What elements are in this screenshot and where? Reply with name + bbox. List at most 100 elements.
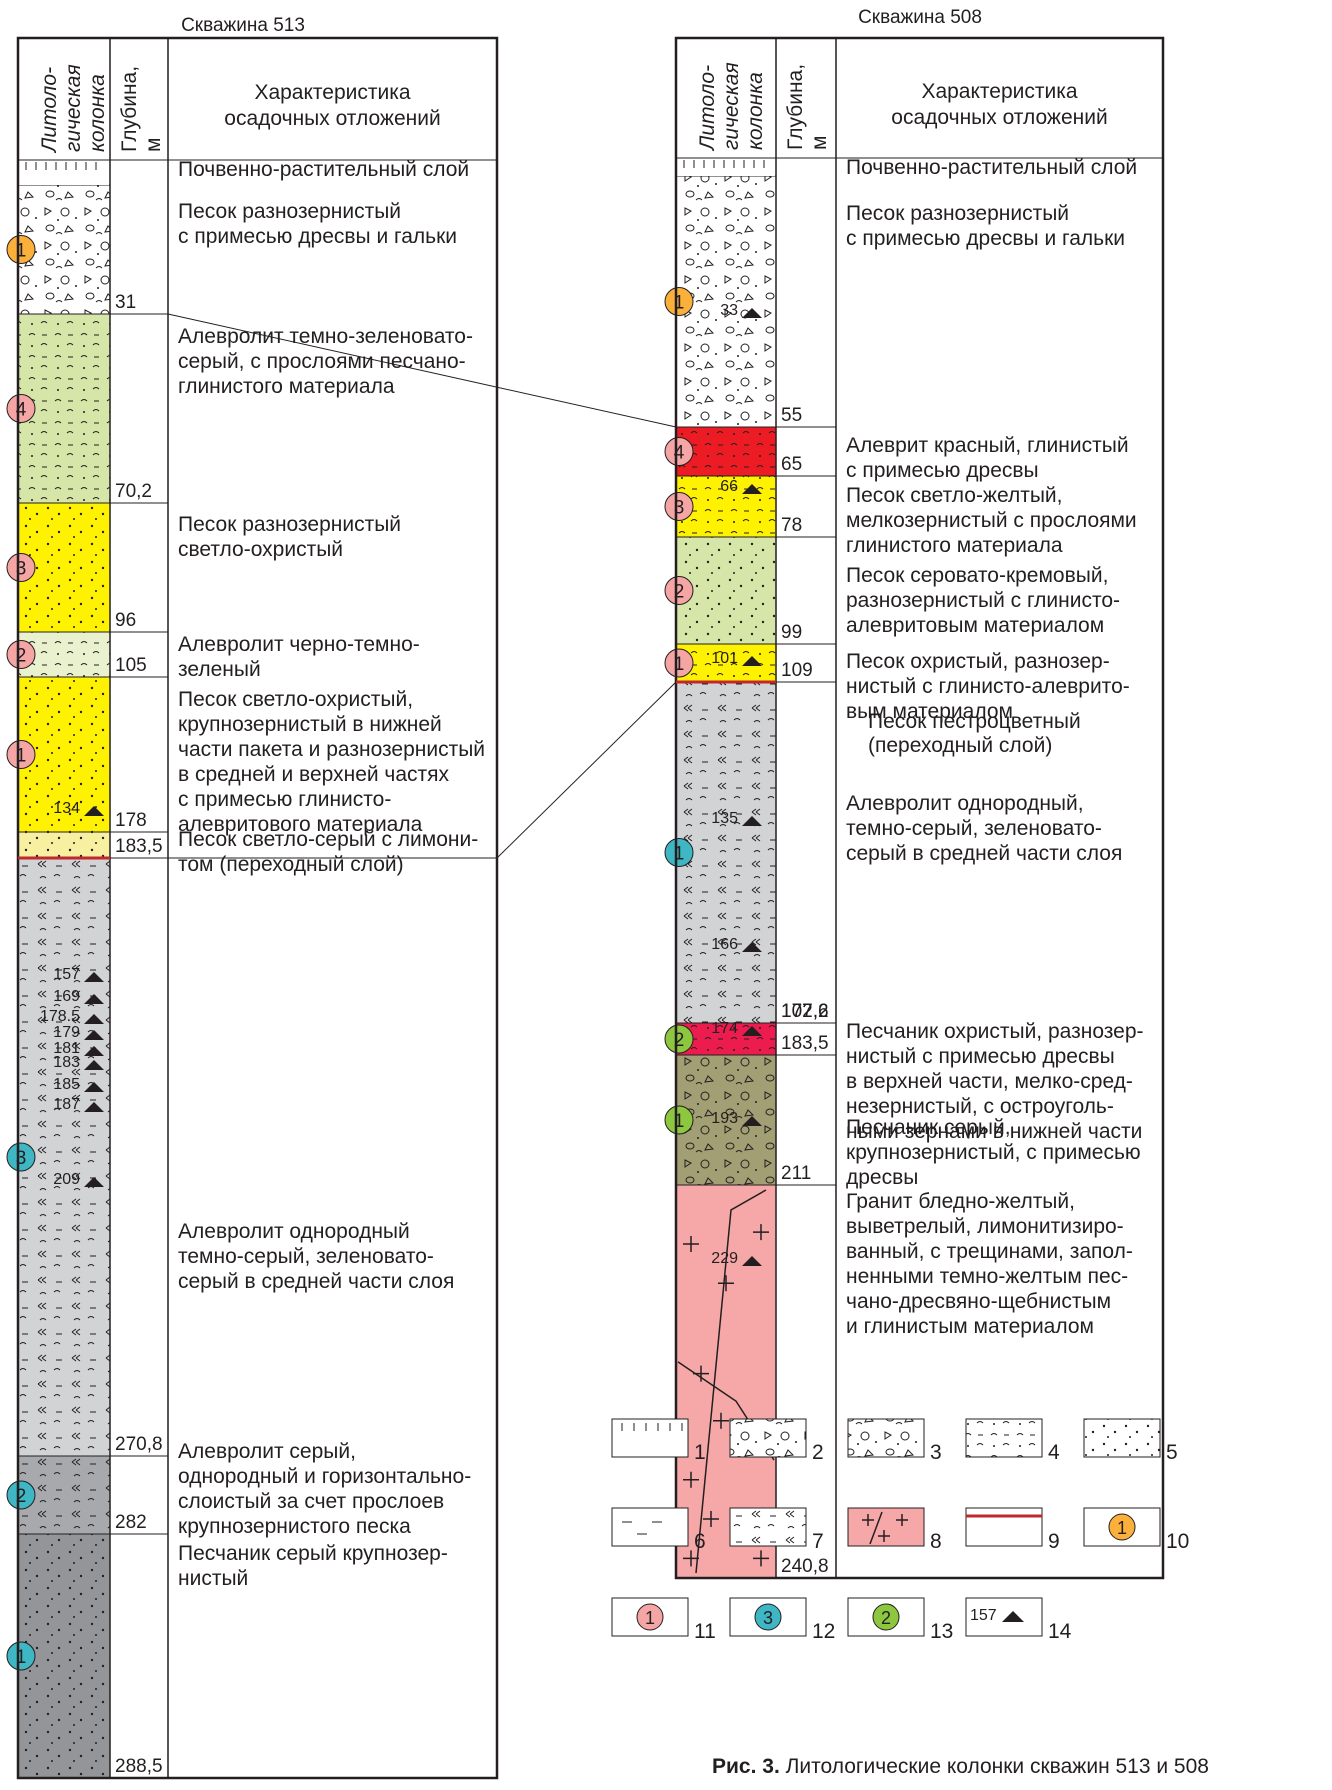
soil-marks: [683, 160, 765, 168]
sample-marker: [84, 1014, 104, 1024]
sample-marker: [742, 308, 762, 318]
caption-text: Литологические колонки скважин 513 и 508: [779, 1755, 1209, 1778]
depth-label: 240,8: [781, 1556, 829, 1577]
strata-badge-number: 2: [674, 1030, 685, 1051]
strata-badge-number: 2: [16, 646, 27, 667]
soil-label: Почвенно-растительный слой: [178, 158, 469, 181]
strata-badge: [6, 1641, 36, 1671]
legend-number: 12: [812, 1620, 835, 1643]
layer-description: Алеврит красный, глинистый: [846, 434, 1129, 457]
strata-badge: [664, 437, 694, 466]
legend-sample-label: 157: [970, 1607, 997, 1624]
legend-pattern: [966, 1419, 1042, 1457]
legend-number: 4: [1048, 1441, 1060, 1464]
sample-label: 33: [720, 302, 738, 319]
layer-description: вым материалом: [846, 700, 1013, 723]
strata-badge: [6, 1480, 36, 1510]
layer-description: глинистого материала: [846, 534, 1063, 557]
transition-label: (переходный слой): [868, 734, 1052, 757]
layer-description: Песчаник серый крупнозер-: [178, 1542, 448, 1565]
layer-description: чано-дресвяно-щебнистым: [846, 1290, 1111, 1313]
legend-number: 3: [930, 1441, 942, 1464]
strata-badge-number: 1: [674, 844, 685, 865]
legend-pattern: [848, 1419, 924, 1457]
layer-description: алевритового материала: [178, 813, 423, 836]
sample-label: 178.5: [40, 1008, 80, 1025]
strata-badge: [664, 576, 694, 605]
layer-description: ванный, с трещинами, запол-: [846, 1240, 1133, 1263]
layer-description: в средней и верхней частях: [178, 763, 450, 786]
layer-description: Песок светло-желтый,: [846, 484, 1063, 507]
layer-description: зеленый: [178, 658, 261, 681]
strata-badge-number: 4: [674, 443, 685, 464]
header-desc-line: Характеристика: [254, 81, 410, 104]
transition-label: Песок пестроцветный: [868, 710, 1081, 733]
strata-badge-number: 1: [674, 1111, 685, 1132]
legend-pattern: [730, 1508, 806, 1546]
sample-marker: [742, 942, 762, 952]
sample-marker: [742, 1116, 762, 1126]
layer-description: и глинистым материалом: [846, 1315, 1094, 1338]
well-513: Скважина 513 3 1 Песок разнозернистый с прим…: [6, 15, 499, 1780]
sample-marker: [84, 1082, 104, 1092]
granite-fracture: [695, 1189, 767, 1574]
sample-label: 187: [53, 1096, 80, 1113]
legend-swatch: [965, 1597, 1043, 1637]
strata-badge-number: 3: [16, 559, 27, 580]
correlation-line: [496, 681, 677, 859]
strata-badge-number: 1: [16, 746, 27, 767]
sample-label: 169: [53, 988, 80, 1005]
sample-label: 66: [720, 478, 738, 495]
header-depth: Глубина,м: [784, 64, 831, 150]
depth-label: 78: [781, 515, 802, 536]
strata-badge: [6, 394, 36, 423]
strata-badge-number: 3: [16, 1148, 27, 1169]
legend-item-clay: 6: [611, 1507, 706, 1553]
layer-description: Песок разнозернистый: [178, 513, 401, 536]
legend-number: 6: [694, 1530, 706, 1553]
layer-description: однородный и горизонтально-: [178, 1465, 471, 1488]
strata-badge: [6, 1142, 36, 1172]
strata-badge: [664, 1024, 694, 1054]
sample-label: 157: [53, 966, 80, 983]
layer-description: нистый с глинисто-алеврито-: [846, 675, 1130, 698]
sample-marker: [84, 1030, 104, 1040]
sample-marker: [84, 1046, 104, 1056]
layer-description: крупнозернистого песка: [178, 1515, 411, 1538]
legend-number: 8: [930, 1530, 942, 1553]
legend-item-sample: 157 14: [965, 1597, 1072, 1643]
legend-sample-marker: [1002, 1611, 1024, 1622]
granite-cross: [683, 1235, 699, 1252]
depth-label: 65: [781, 454, 802, 475]
sample-label: 135: [711, 810, 738, 827]
depth-label: 99: [781, 622, 802, 643]
legend-number: 1: [694, 1441, 706, 1464]
depth-label: 96: [115, 610, 136, 631]
header-lith-line: Литоло-: [38, 67, 61, 154]
legend-number: 14: [1048, 1620, 1072, 1643]
strata-badge: [664, 1105, 694, 1135]
header-lith-line: колонка: [744, 72, 767, 150]
legend-item-siltstone: 7: [729, 1507, 824, 1553]
legend-number: 10: [1166, 1530, 1189, 1553]
sample-marker: [742, 656, 762, 666]
header-depth-line: м: [142, 138, 165, 152]
legend-badge: [1108, 1513, 1136, 1541]
header-lith-line: колонка: [86, 74, 109, 152]
depth-label: 183,5: [781, 1033, 829, 1054]
strata-badge: [664, 492, 694, 521]
layer-description: с примесью дресвы и гальки: [178, 225, 457, 248]
layer-description: с примесью дресвы: [846, 459, 1039, 482]
strata-badge: [6, 235, 36, 264]
layer-description: незернистый, с остроуголь-: [846, 1095, 1114, 1118]
layer-description: Алевролит однородный: [178, 1220, 410, 1243]
header-lith-line: гическая: [62, 64, 85, 152]
legend-badge-number: 1: [1117, 1518, 1127, 1538]
strata-badge-number: 1: [674, 654, 685, 675]
sample-label: 134: [53, 800, 80, 817]
legend-item-badge-yellow: 1 10: [1083, 1507, 1189, 1553]
well-title: Скважина 513: [181, 15, 305, 36]
layer-description: светло-охристый: [178, 538, 343, 561]
